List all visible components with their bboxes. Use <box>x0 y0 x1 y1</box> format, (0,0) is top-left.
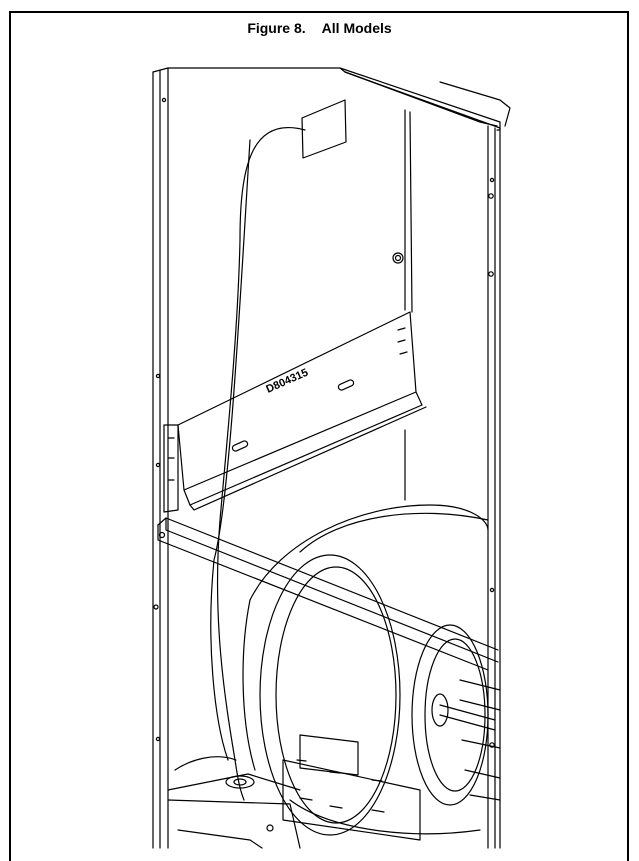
top-rail <box>167 67 511 131</box>
figure-number: Figure 8. <box>247 20 306 36</box>
figure-title: All Models <box>321 20 392 36</box>
blower-housing <box>242 504 489 841</box>
figure-frame <box>9 11 629 861</box>
bottom-assembly <box>167 756 301 849</box>
baffle-plate <box>177 311 427 511</box>
part-number-label: D804315 <box>264 367 310 396</box>
right-side-panel <box>487 125 501 849</box>
figure-caption: Figure 8. All Models <box>0 20 639 36</box>
cross-rail <box>157 517 499 671</box>
left-side-panel <box>152 67 169 849</box>
label-plate <box>301 99 347 159</box>
back-wall-edge <box>392 109 413 501</box>
blower-wheel <box>411 624 501 806</box>
wire-harness <box>210 127 306 801</box>
left-bracket <box>163 424 179 513</box>
